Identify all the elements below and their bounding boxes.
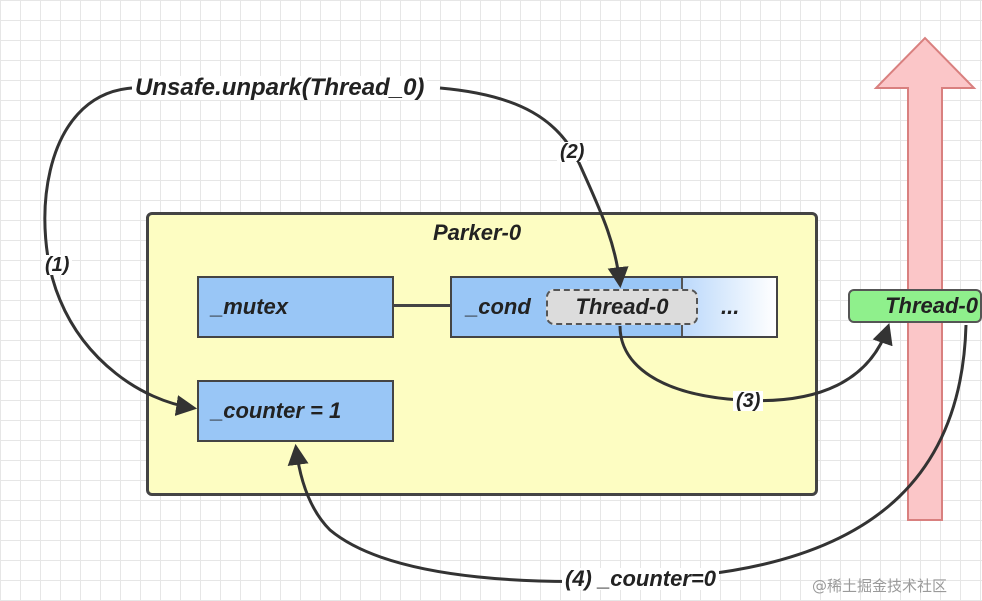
running-thread-label: Thread-0 xyxy=(885,293,978,318)
cond-thread-chip: Thread-0 xyxy=(546,289,698,325)
step3-label: (3) xyxy=(733,391,764,411)
watermark-text: @稀土掘金技术社区 xyxy=(812,577,948,595)
mutex-field: _mutex xyxy=(197,276,394,338)
mutex-label: _mutex xyxy=(211,294,289,319)
mutex-cond-link xyxy=(394,304,450,307)
running-thread-chip: Thread-0 xyxy=(848,289,982,323)
step2-connector xyxy=(439,86,629,289)
step2-label: (2) xyxy=(557,142,588,162)
parker-box xyxy=(146,212,818,496)
unpark-call-label: Unsafe.unpark(Thread_0) xyxy=(132,76,428,100)
step4-label: (4) _counter=0 xyxy=(562,568,719,590)
cond-more: ... xyxy=(721,294,740,319)
counter-label: _counter = 1 xyxy=(211,398,342,423)
counter-field: _counter = 1 xyxy=(197,380,394,442)
parker-title: Parker-0 xyxy=(433,220,522,245)
step1-connector xyxy=(43,86,198,416)
step1-label: (1) xyxy=(42,255,73,275)
cond-thread-label: Thread-0 xyxy=(575,294,669,319)
cond-label: _cond xyxy=(466,294,531,319)
thread-timeline-arrow xyxy=(873,36,977,521)
